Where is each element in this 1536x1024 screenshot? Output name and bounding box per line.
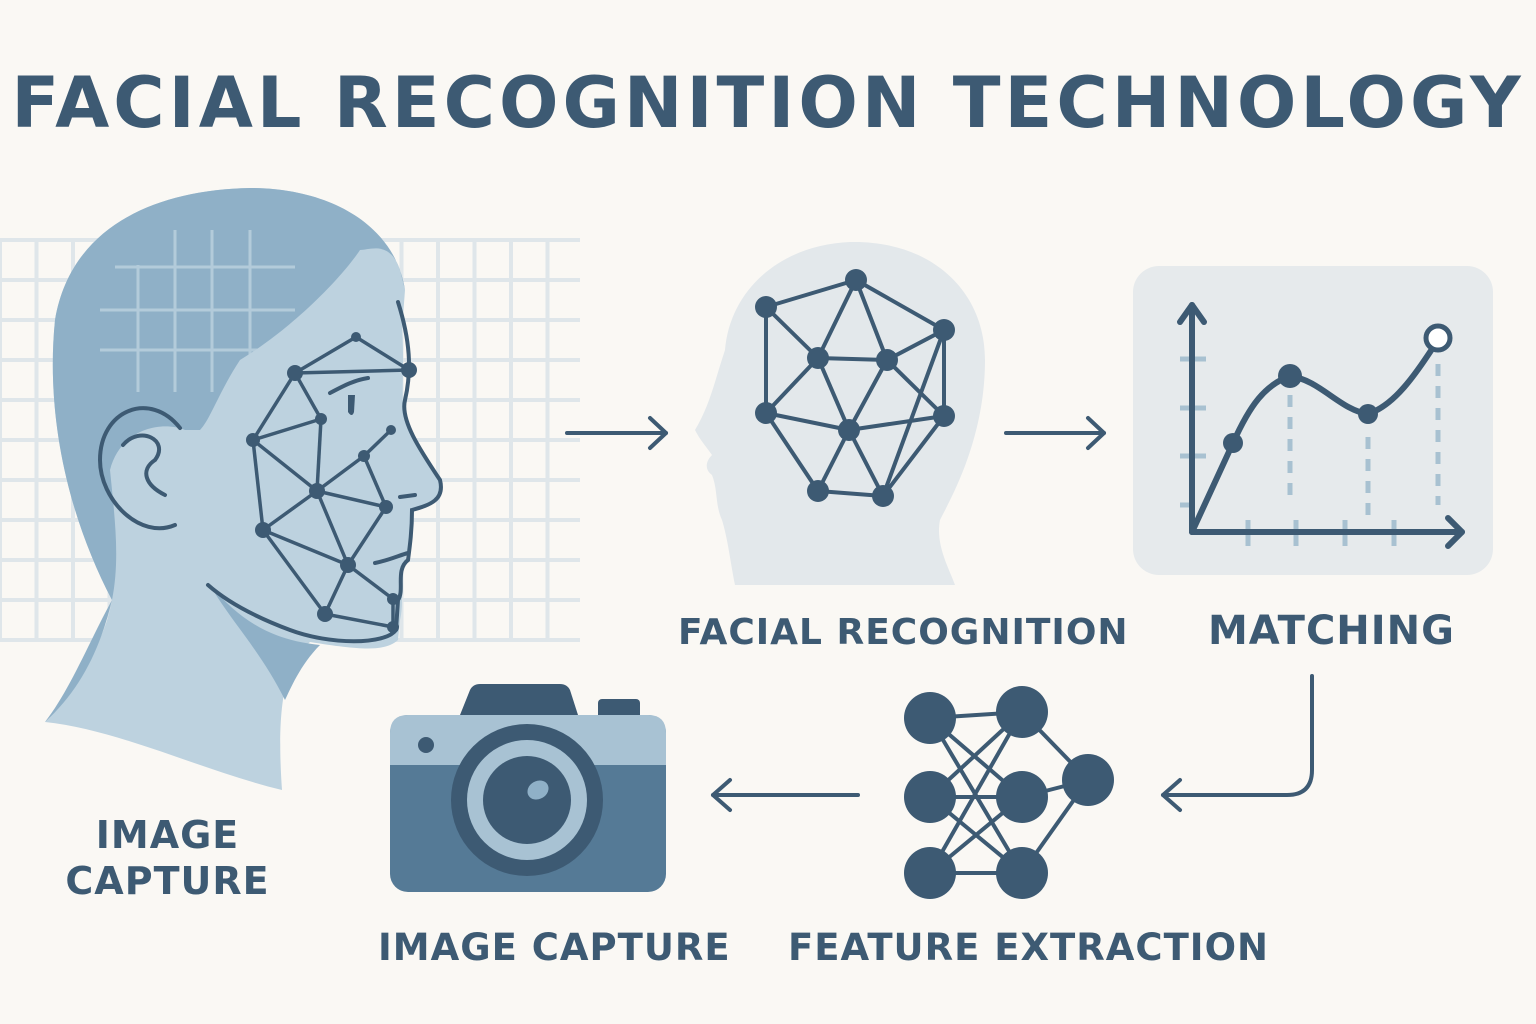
mesh-edge: [294, 368, 410, 375]
mesh-edge: [293, 372, 323, 420]
mesh-edge: [315, 418, 323, 492]
nn-node: [904, 692, 956, 744]
mesh-node: [933, 319, 955, 341]
facial-recognition-label: FACIAL RECOGNITION: [678, 612, 1129, 653]
nn-node: [996, 771, 1048, 823]
mesh-node: [387, 593, 399, 605]
mesh-edge: [362, 455, 388, 508]
mesh-edge: [251, 372, 297, 441]
mesh-edge: [346, 563, 395, 601]
mesh-node: [351, 332, 361, 342]
mesh-edge: [816, 429, 851, 492]
mesh-edge: [261, 489, 319, 532]
mesh-edge: [316, 489, 387, 509]
mesh-node: [340, 557, 356, 573]
mesh-edge: [817, 356, 888, 362]
mesh-edge: [847, 429, 885, 497]
nn-node: [1062, 754, 1114, 806]
mesh-node: [315, 413, 327, 425]
mesh-edge: [765, 278, 857, 309]
feature-extraction-label: FEATURE EXTRACTION: [788, 926, 1269, 969]
label-line1: IMAGE: [95, 813, 240, 857]
mesh-edge: [362, 428, 393, 458]
mesh-edge: [315, 490, 350, 566]
mesh-edge: [324, 612, 394, 629]
mesh-edge: [315, 454, 366, 493]
mesh-node: [876, 349, 898, 371]
mesh-node: [807, 480, 829, 502]
mesh-node: [933, 405, 955, 427]
mesh-edge: [847, 359, 889, 431]
nn-edge: [928, 711, 1024, 874]
mesh-edge: [816, 357, 851, 431]
mesh-node: [755, 296, 777, 318]
mesh-edge: [854, 279, 889, 361]
mesh-node: [872, 485, 894, 507]
mesh-edge: [765, 411, 850, 432]
arrow-to-feature-extraction: [1161, 674, 1314, 812]
mesh-node: [401, 362, 417, 378]
mesh-node: [246, 433, 260, 447]
mesh-node: [309, 483, 325, 499]
arrow-to-matching: [1004, 416, 1106, 450]
mesh-node: [386, 425, 396, 435]
neural-network-icon: [904, 686, 1114, 899]
mesh-node: [755, 402, 777, 424]
image-capture-left-label: IMAGE CAPTURE: [60, 812, 275, 904]
mesh-edge: [323, 564, 350, 615]
camera-icon: [390, 684, 666, 892]
mesh-node: [845, 269, 867, 291]
mesh-edge: [252, 417, 322, 442]
arrow-to-facial-recognition: [565, 416, 668, 450]
head-mesh-icon: [695, 241, 985, 585]
mesh-edge: [855, 278, 945, 332]
mesh-node: [255, 522, 271, 538]
line-graph-icon: [1133, 266, 1493, 575]
nn-node: [904, 771, 956, 823]
mesh-edge: [251, 439, 265, 531]
mesh-node: [387, 621, 399, 633]
head-profile-mesh-icon: [45, 188, 443, 790]
arrow-to-image-capture: [711, 778, 860, 812]
mesh-edge: [251, 438, 319, 493]
mesh-edge: [881, 414, 946, 498]
mesh-edge: [764, 305, 820, 360]
nn-node: [904, 847, 956, 899]
page-title: FACIAL RECOGNITION TECHNOLOGY: [11, 62, 1525, 144]
mesh-node: [358, 450, 370, 462]
mesh-edge: [261, 528, 327, 616]
mesh-node: [807, 347, 829, 369]
mesh-edge: [262, 528, 349, 567]
image-capture-label: IMAGE CAPTURE: [378, 926, 731, 969]
mesh-node: [317, 606, 333, 622]
nn-node: [996, 847, 1048, 899]
mesh-edge: [885, 358, 946, 418]
mesh-edge: [764, 356, 820, 415]
mesh-edge: [816, 279, 858, 359]
mesh-edge: [881, 329, 946, 497]
label-line2: CAPTURE: [65, 859, 270, 903]
mesh-edge: [764, 411, 820, 493]
mesh-edge: [294, 335, 357, 375]
mesh-edge: [346, 506, 388, 566]
mesh-edge: [355, 335, 410, 372]
mesh-node: [379, 500, 393, 514]
mesh-edge: [848, 414, 945, 432]
nn-node: [996, 686, 1048, 738]
mesh-node: [287, 365, 303, 381]
mesh-node: [838, 419, 860, 441]
matching-label: MATCHING: [1208, 608, 1455, 654]
